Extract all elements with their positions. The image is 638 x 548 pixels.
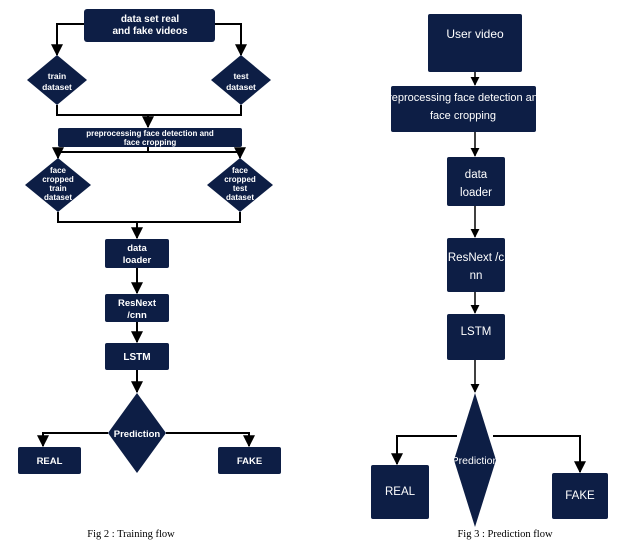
training-preprocessing-node: preprocessing face detection and face cr…: [58, 128, 242, 147]
svg-text:face cropping: face cropping: [124, 138, 177, 147]
svg-text:preprocessing face detection a: preprocessing face detection and: [86, 129, 214, 138]
training-data-loader-line-1: data: [127, 243, 147, 254]
training-data-loader-node: data loader: [105, 239, 169, 268]
face-cropped-train-line-4: dataset: [44, 193, 72, 202]
connector-datasets-merge: [56, 105, 242, 116]
prediction-lstm-label: LSTM: [461, 326, 492, 338]
prediction-data-loader-node: data loader: [447, 157, 505, 206]
prediction-flow: User video preprocessing face detection …: [371, 14, 608, 540]
svg-text:face: face: [50, 166, 67, 175]
training-fake-node: FAKE: [218, 447, 281, 474]
prediction-resnext-line-2: nn: [470, 270, 483, 282]
prediction-real-label: REAL: [385, 486, 416, 498]
face-cropped-train-line-1: face: [50, 166, 67, 175]
face-cropped-test-line-4: dataset: [226, 193, 254, 202]
training-resnext-line-1: ResNext: [118, 298, 157, 309]
training-real-node: REAL: [18, 447, 81, 474]
svg-text:dataset: dataset: [226, 193, 254, 202]
prediction-caption: Fig 3 : Prediction flow: [457, 529, 552, 540]
training-prediction-label: Prediction: [114, 429, 161, 440]
dataset-line-2: and fake videos: [112, 26, 187, 37]
prediction-prediction-label: Prediction: [452, 455, 499, 467]
face-cropped-test-line-2: cropped: [224, 175, 256, 184]
face-cropped-test-line-3: test: [233, 184, 248, 193]
dataset-line-1: data set real: [121, 14, 180, 25]
prediction-real-node: REAL: [371, 465, 429, 519]
svg-text:loader: loader: [460, 187, 492, 199]
svg-text:dataset: dataset: [226, 82, 256, 92]
prediction-preprocessing-node: preprocessing face detection and face cr…: [382, 86, 544, 132]
prediction-resnext-line-1: ResNext /c: [448, 252, 504, 264]
face-cropped-train-line-3: train: [49, 184, 66, 193]
test-dataset-node: test dataset: [211, 55, 271, 105]
training-flow: data set real and fake videos train data…: [18, 9, 281, 540]
training-caption: Fig 2 : Training flow: [87, 529, 175, 540]
svg-text:data: data: [127, 243, 147, 254]
svg-text:/cnn: /cnn: [127, 310, 147, 321]
connector-to-cropped-test: [148, 147, 246, 160]
svg-text:data: data: [465, 169, 488, 181]
user-video-node: User video: [428, 14, 522, 72]
svg-text:train: train: [49, 184, 66, 193]
face-cropped-train-node: face cropped train dataset: [25, 158, 91, 212]
connector-dataset-to-test: [215, 23, 247, 57]
training-preprocessing-line-1: preprocessing face detection and: [86, 129, 214, 138]
prediction-fake-node: FAKE: [552, 473, 608, 519]
svg-text:test: test: [233, 184, 248, 193]
user-video-label: User video: [446, 27, 504, 41]
connector-cropped-merge: [57, 212, 241, 223]
training-lstm-node: LSTM: [105, 343, 169, 370]
svg-text:cropped: cropped: [42, 175, 74, 184]
svg-text:data set real: data set real: [121, 14, 180, 25]
training-real-label: REAL: [37, 456, 63, 467]
training-preprocessing-line-2: face cropping: [124, 138, 177, 147]
prediction-resnext-node: ResNext /c nn: [447, 238, 505, 292]
training-resnext-node: ResNext /cnn: [105, 294, 169, 322]
training-data-loader-line-2: loader: [123, 255, 152, 266]
svg-text:face: face: [232, 166, 249, 175]
svg-text:ResNext /c: ResNext /c: [448, 252, 504, 264]
svg-text:train: train: [48, 71, 66, 81]
train-dataset-node: train dataset: [27, 55, 87, 105]
prediction-preprocessing-line-1: preprocessing face detection and: [382, 92, 544, 104]
training-fake-label: FAKE: [237, 456, 262, 467]
connector-to-pred-real: [391, 435, 457, 466]
prediction-connectors: [391, 72, 586, 474]
svg-text:dataset: dataset: [42, 82, 72, 92]
test-dataset-line-2: dataset: [226, 82, 256, 92]
test-dataset-line-1: test: [233, 71, 248, 81]
connector-to-fake: [166, 432, 255, 448]
training-lstm-label: LSTM: [123, 352, 150, 363]
face-cropped-test-node: face cropped test dataset: [207, 158, 273, 212]
training-prediction-node: Prediction: [108, 393, 166, 473]
connector-to-cropped-train: [52, 147, 149, 160]
prediction-prediction-node: Prediction: [452, 393, 499, 527]
prediction-fake-label: FAKE: [565, 490, 595, 502]
svg-text:cropped: cropped: [224, 175, 256, 184]
connector-to-real: [37, 432, 108, 448]
connector-to-pred-fake: [493, 435, 586, 474]
svg-text:loader: loader: [123, 255, 152, 266]
svg-text:nn: nn: [470, 270, 483, 282]
svg-text:and fake videos: and fake videos: [112, 26, 187, 37]
svg-text:preprocessing face detection a: preprocessing face detection and: [382, 92, 544, 104]
train-dataset-line-2: dataset: [42, 82, 72, 92]
svg-text:test: test: [233, 71, 248, 81]
prediction-data-loader-line-1: data: [465, 169, 488, 181]
prediction-data-loader-line-2: loader: [460, 187, 492, 199]
svg-text:dataset: dataset: [44, 193, 72, 202]
face-cropped-train-line-2: cropped: [42, 175, 74, 184]
training-resnext-line-2: /cnn: [127, 310, 147, 321]
prediction-preprocessing-line-2: face cropping: [430, 110, 496, 122]
connector-dataset-to-train: [51, 23, 84, 57]
prediction-lstm-node: LSTM: [447, 314, 505, 360]
svg-text:face cropping: face cropping: [430, 110, 496, 122]
face-cropped-test-line-1: face: [232, 166, 249, 175]
training-connectors: [37, 23, 255, 448]
svg-text:ResNext: ResNext: [118, 298, 157, 309]
dataset-node: data set real and fake videos: [84, 9, 215, 42]
train-dataset-line-1: train: [48, 71, 66, 81]
